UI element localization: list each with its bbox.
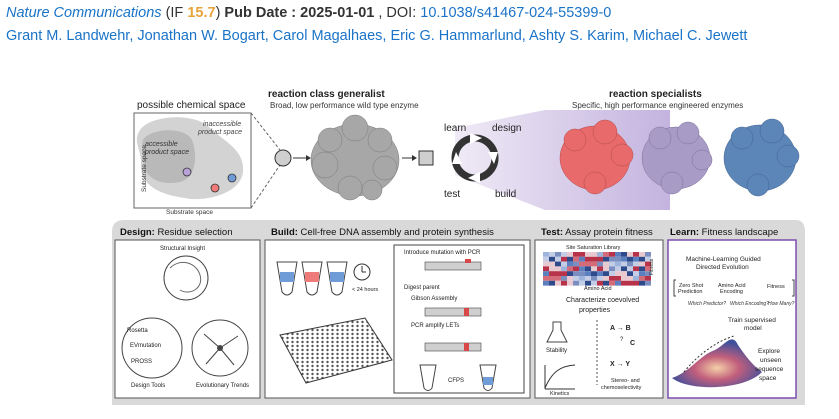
svg-text:Machine-Learning Guided: Machine-Learning Guided (686, 256, 761, 263)
design-title: Design: Residue selection (120, 227, 232, 238)
svg-text:Prediction: Prediction (678, 289, 702, 295)
svg-text:C: C (630, 340, 635, 347)
svg-text:Design Tools: Design Tools (131, 383, 165, 389)
dot-red (211, 184, 219, 192)
svg-text:product space: product space (144, 149, 189, 156)
label-test: test (444, 189, 460, 200)
svg-text:Stability: Stability (546, 348, 567, 354)
svg-text:Gibson Assembly: Gibson Assembly (411, 296, 457, 302)
svg-text:unseen: unseen (760, 357, 782, 364)
build-title: Build: Cell-free DNA assembly and protei… (271, 227, 494, 238)
generalist-enzyme (311, 115, 399, 200)
svg-text:A → B: A → B (610, 325, 631, 332)
svg-text:Stereo- and: Stereo- and (611, 378, 640, 384)
svg-text:Structural Insight: Structural Insight (160, 246, 205, 252)
dot-blue (228, 174, 236, 182)
test-title: Test: Assay protein fitness (541, 227, 653, 238)
svg-text:PROSS: PROSS (131, 359, 152, 365)
dot-purple (183, 168, 191, 176)
svg-text:Fitness: Fitness (649, 258, 655, 275)
svg-text:Amino Acid: Amino Acid (584, 286, 612, 292)
fitness-heatmap (543, 252, 651, 286)
y-axis-label: Substrate space (141, 145, 148, 192)
svg-text:EVmutation: EVmutation (130, 343, 161, 349)
generalist-title: reaction class generalist (268, 89, 385, 100)
svg-text:chemoselectivity: chemoselectivity (601, 385, 642, 391)
svg-text:Site Saturation Library: Site Saturation Library (566, 245, 621, 251)
learn-title: Learn: Fitness landscape (670, 227, 778, 238)
specialists-subtitle: Specific, high performance engineered en… (572, 101, 743, 110)
svg-text:Encoding: Encoding (720, 289, 743, 295)
svg-text:CFPS: CFPS (448, 378, 464, 384)
svg-text:Explore: Explore (758, 348, 780, 355)
svg-text:Introduce mutation with PCR: Introduce mutation with PCR (404, 250, 481, 256)
svg-text:< 24 hours: < 24 hours (352, 287, 378, 293)
svg-text:Evolutionary Trends: Evolutionary Trends (196, 383, 249, 389)
specialists-title: reaction specialists (609, 89, 702, 100)
label-build: build (495, 189, 516, 200)
svg-text:X → Y: X → Y (610, 361, 630, 368)
svg-text:Digest parent: Digest parent (404, 285, 440, 291)
svg-text:Fitness: Fitness (767, 284, 785, 290)
substrate-circle (275, 150, 291, 166)
svg-text:space: space (759, 375, 777, 382)
svg-text:model: model (744, 325, 762, 332)
product-square (419, 151, 433, 165)
svg-text:Characterize coevolved: Characterize coevolved (566, 297, 639, 304)
svg-text:Train supervised: Train supervised (728, 317, 776, 324)
svg-text:properties: properties (579, 307, 611, 314)
generalist-subtitle: Broad, low performance wild type enzyme (270, 101, 419, 110)
svg-text:How Many?: How Many? (768, 301, 795, 307)
chem-space-title: possible chemical space (137, 100, 246, 111)
label-design: design (492, 123, 521, 134)
svg-text:product space: product space (197, 129, 242, 136)
x-axis-label: Substrate space (166, 209, 213, 216)
label-learn: learn (444, 123, 466, 134)
svg-text:inaccessible: inaccessible (203, 121, 241, 128)
svg-text:Kinetics: Kinetics (550, 391, 570, 397)
svg-text:Which Predictor?: Which Predictor? (688, 301, 726, 307)
svg-text:PCR amplify LETs: PCR amplify LETs (411, 323, 459, 329)
svg-text:Rosetta: Rosetta (127, 328, 148, 334)
svg-text:accessible: accessible (145, 141, 178, 148)
svg-text:Which Encoding?: Which Encoding? (730, 301, 769, 307)
specialist-blue (724, 119, 799, 196)
svg-text:Directed Evolution: Directed Evolution (696, 264, 749, 271)
svg-text:sequence: sequence (755, 366, 784, 373)
